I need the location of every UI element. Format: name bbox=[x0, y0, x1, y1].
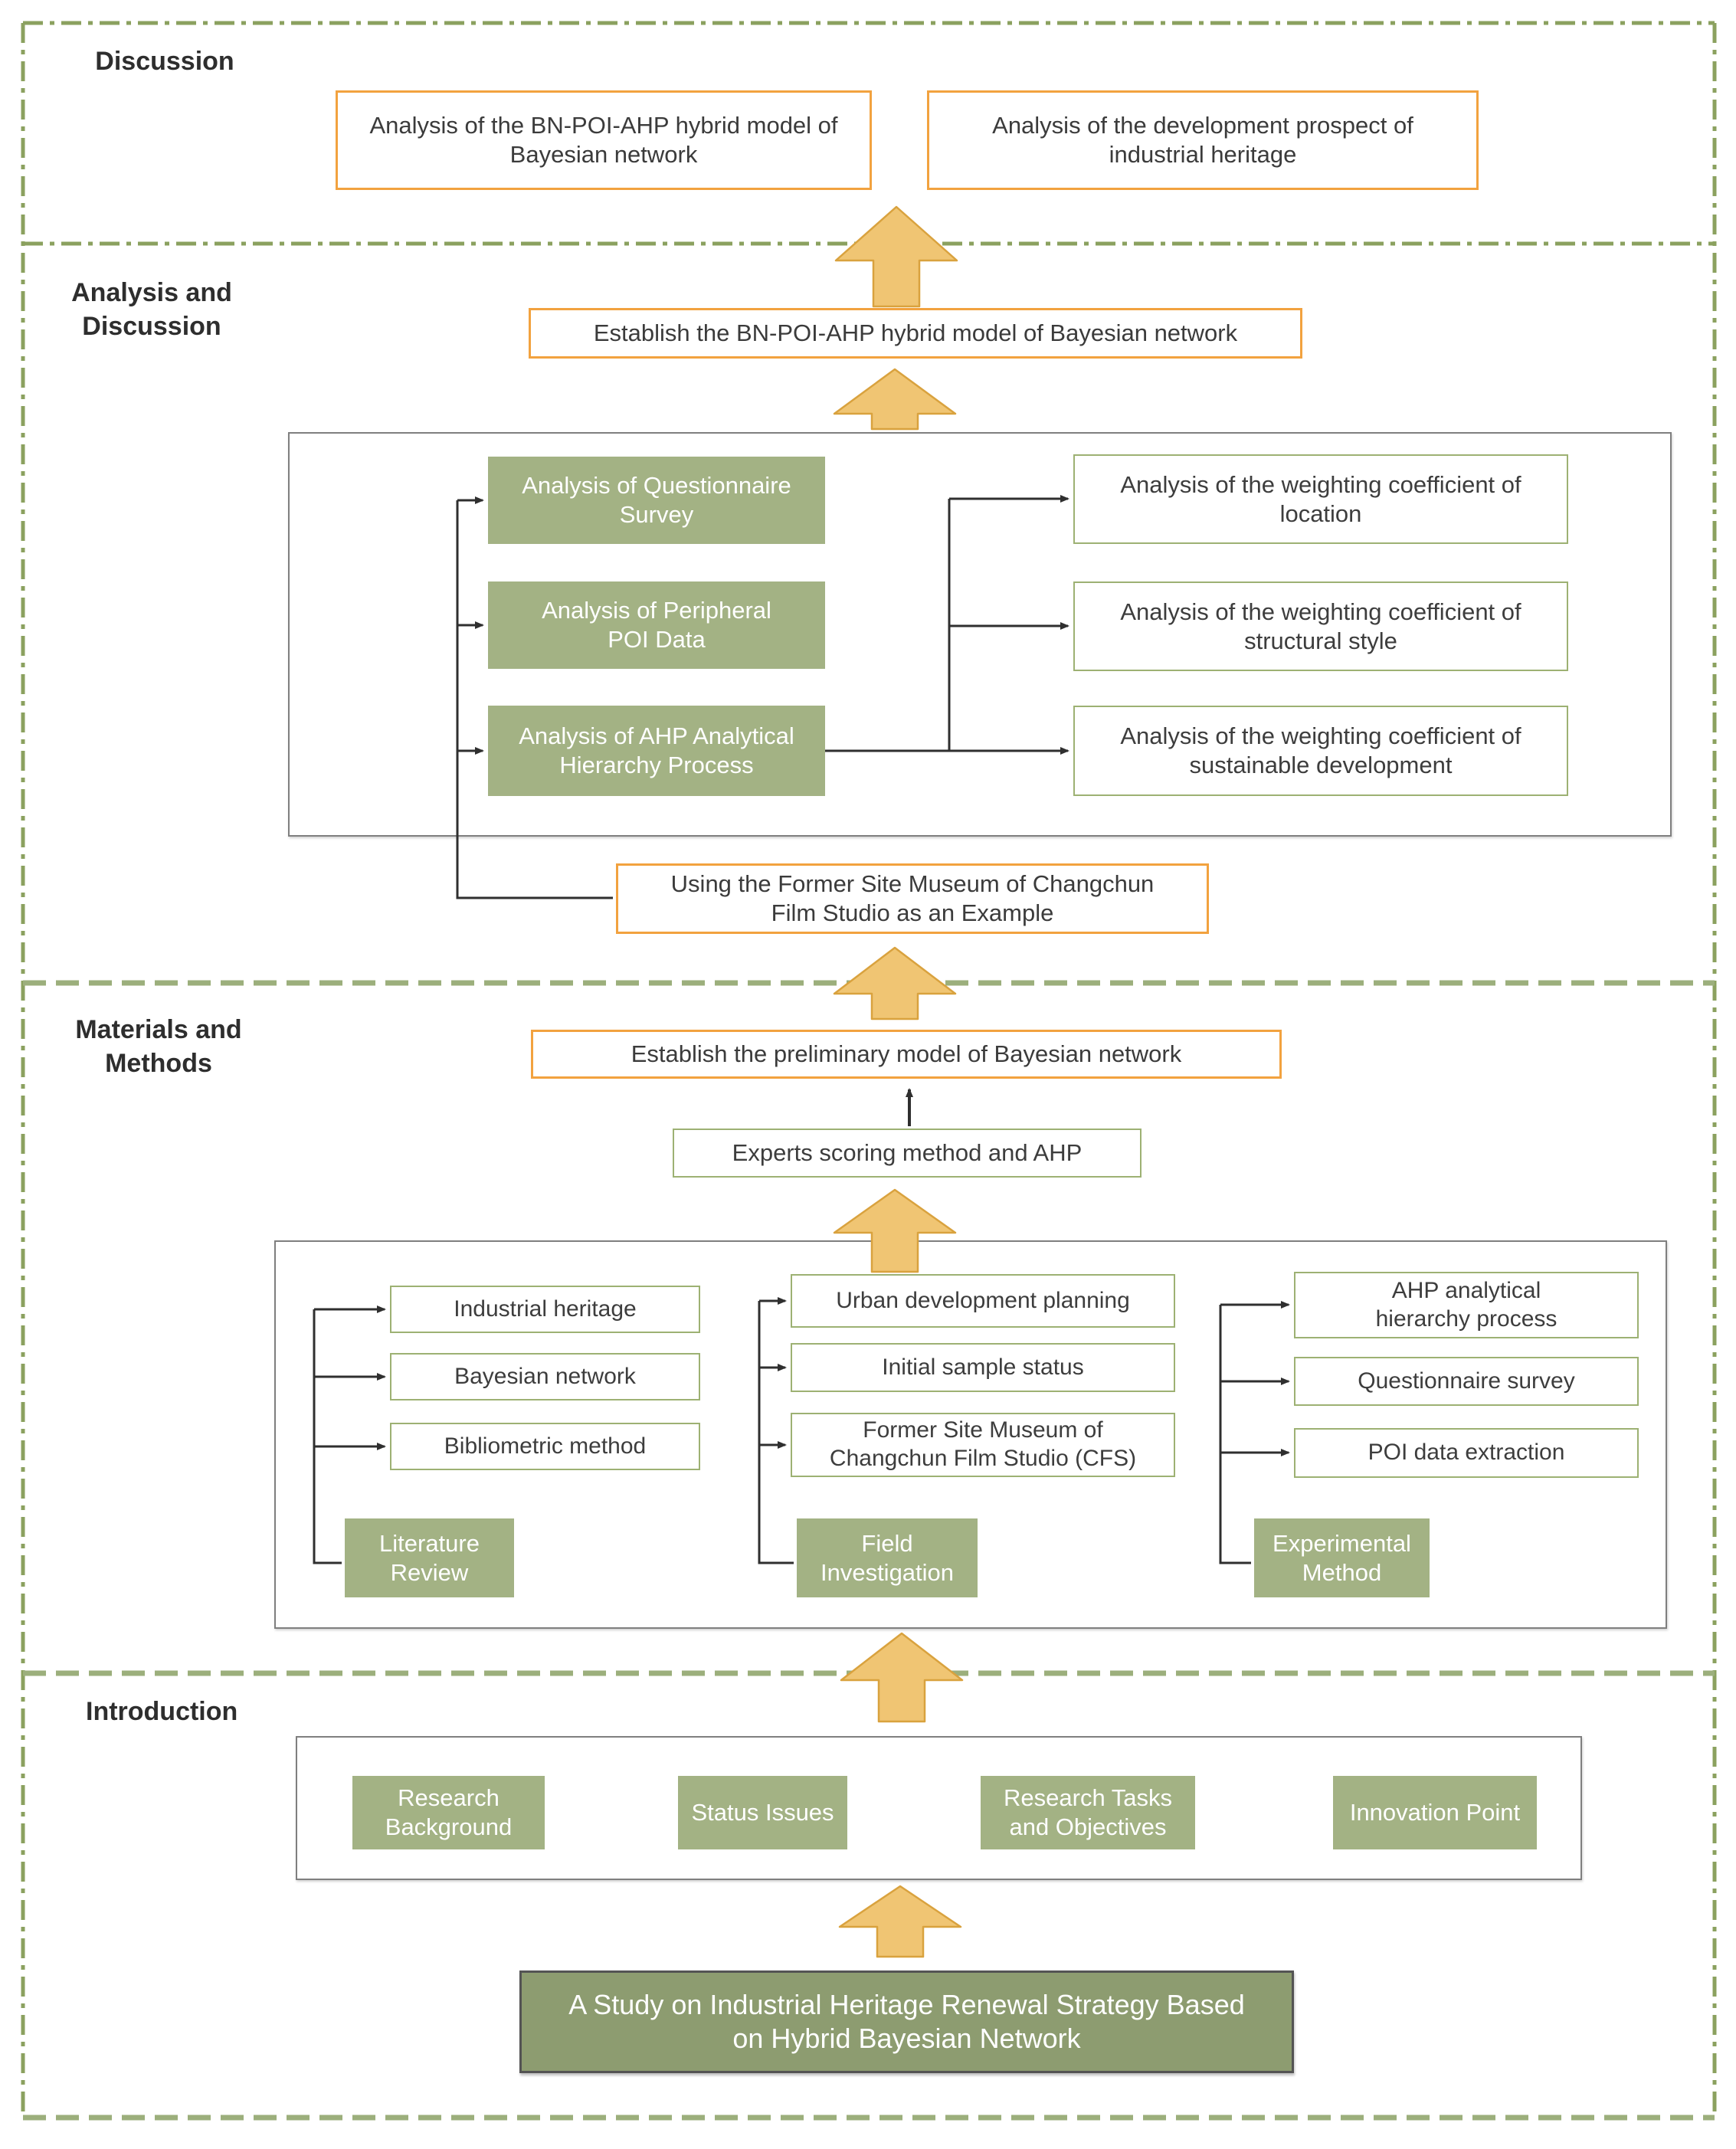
bibliometric-method-box: Bibliometric method bbox=[390, 1423, 700, 1470]
initial-sample-status-box: Initial sample status bbox=[791, 1343, 1175, 1392]
discussion-prospect-analysis-box: Analysis of the development prospect of … bbox=[927, 90, 1479, 190]
former-site-museum-box: Former Site Museum of Changchun Film Stu… bbox=[791, 1413, 1175, 1477]
field-investigation-label-box: Field Investigation bbox=[797, 1518, 978, 1597]
industrial-heritage-box: Industrial heritage bbox=[390, 1286, 700, 1333]
discussion-model-analysis-box: Analysis of the BN-POI-AHP hybrid model … bbox=[336, 90, 872, 190]
bayesian-network-box: Bayesian network bbox=[390, 1353, 700, 1400]
ahp-analytical-hierarchy-box: AHP analytical hierarchy process bbox=[1294, 1272, 1639, 1338]
up-arrow-icon-discussion bbox=[834, 205, 958, 308]
status-issues-box: Status Issues bbox=[678, 1776, 847, 1849]
analysis-peripheral-poi-box: Analysis of Peripheral POI Data bbox=[488, 581, 825, 669]
literature-review-label-box: Literature Review bbox=[345, 1518, 514, 1597]
experts-scoring-box: Experts scoring method and AHP bbox=[673, 1129, 1142, 1178]
urban-development-planning-box: Urban development planning bbox=[791, 1274, 1175, 1328]
section-label-discussion: Discussion bbox=[95, 47, 234, 76]
establish-hybrid-model-box: Establish the BN-POI-AHP hybrid model of… bbox=[529, 308, 1302, 359]
up-arrow-icon-introduction-to-methods bbox=[840, 1632, 964, 1723]
section-label-materials-methods: Materials and Methods bbox=[75, 1015, 242, 1079]
analysis-questionnaire-survey-box: Analysis of Questionnaire Survey bbox=[488, 457, 825, 544]
up-arrow-icon-example-to-methods bbox=[833, 946, 957, 1020]
establish-preliminary-model-box: Establish the preliminary model of Bayes… bbox=[531, 1030, 1282, 1079]
research-background-box: Research Background bbox=[352, 1776, 545, 1849]
up-arrow-icon-establish-hybrid bbox=[833, 368, 957, 431]
analysis-ahp-process-box: Analysis of AHP Analytical Hierarchy Pro… bbox=[488, 706, 825, 796]
experimental-method-label-box: Experimental Method bbox=[1254, 1518, 1430, 1597]
innovation-point-box: Innovation Point bbox=[1333, 1776, 1537, 1849]
weighting-structural-style-box: Analysis of the weighting coefficient of… bbox=[1073, 581, 1568, 671]
up-arrow-icon-title-to-introduction bbox=[838, 1885, 962, 1958]
poi-data-extraction-box: POI data extraction bbox=[1294, 1428, 1639, 1478]
section-label-introduction: Introduction bbox=[86, 1697, 238, 1726]
section-label-analysis-discussion: Analysis and Discussion bbox=[71, 278, 232, 342]
changchun-example-box: Using the Former Site Museum of Changchu… bbox=[616, 863, 1209, 934]
study-title-box: A Study on Industrial Heritage Renewal S… bbox=[519, 1970, 1294, 2073]
weighting-location-box: Analysis of the weighting coefficient of… bbox=[1073, 454, 1568, 544]
questionnaire-survey-box: Questionnaire survey bbox=[1294, 1357, 1639, 1406]
weighting-sustainable-development-box: Analysis of the weighting coefficient of… bbox=[1073, 706, 1568, 796]
research-tasks-objectives-box: Research Tasks and Objectives bbox=[981, 1776, 1195, 1849]
